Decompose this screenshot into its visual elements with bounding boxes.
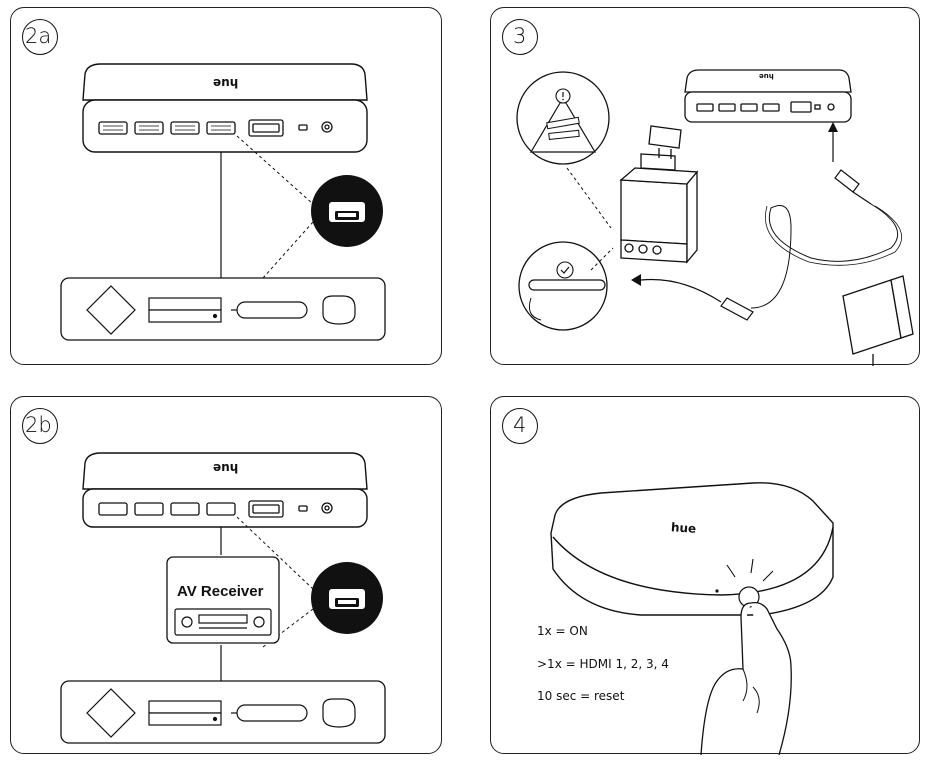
streaming-device-icon — [86, 688, 136, 738]
hue-logo: hue — [213, 76, 239, 90]
zoom-line-bottom — [262, 221, 314, 279]
hue-logo: hue — [670, 520, 697, 536]
hdmi-ports — [98, 119, 333, 137]
step-number: 2b — [25, 413, 52, 437]
av-receiver-icon — [174, 608, 272, 636]
streaming-device-icon — [86, 285, 136, 335]
soundbar-icon — [231, 704, 308, 722]
devices-tray — [60, 277, 386, 341]
diagram-4 — [550, 482, 834, 755]
zoom-line-top — [236, 135, 314, 205]
hue-logo: hue — [213, 461, 239, 475]
hue-logo: hue — [759, 72, 774, 80]
checkmark-icon — [556, 261, 574, 279]
panel-step-3: 3 hue — [490, 7, 920, 366]
step-number: 2a — [25, 24, 52, 48]
diagram-3 — [516, 69, 914, 366]
wall-adapter — [842, 275, 914, 366]
instruction-on: 1x = ON — [537, 624, 588, 638]
instruction-hdmi: >1x = HDMI 1, 2, 3, 4 — [537, 657, 669, 671]
console-icon — [148, 297, 222, 323]
av-receiver-label: AV Receiver — [177, 583, 264, 600]
devices-tray — [60, 680, 386, 744]
hdmi-in-label: HDMI IN — [335, 204, 360, 210]
step-badge — [22, 19, 58, 55]
step-number: 3 — [513, 24, 527, 48]
power-adapter — [619, 125, 699, 264]
media-player-icon — [322, 295, 356, 325]
panel-step-2b: 2b hue HDMI IN AV Receiver — [10, 396, 442, 754]
finger-icon — [700, 601, 792, 755]
step-badge — [22, 408, 58, 444]
sync-box — [684, 69, 852, 123]
step-number: 4 — [513, 413, 527, 437]
instruction-reset: 10 sec = reset — [537, 689, 625, 703]
power-plug-connector — [834, 169, 872, 205]
hdmi-in-label: HDMI IN — [335, 591, 360, 597]
media-player-icon — [322, 698, 356, 728]
panel-step-2a: 2a hue HDMI IN — [10, 7, 442, 365]
power-cable — [750, 203, 899, 309]
step-badge — [502, 19, 538, 55]
console-icon — [148, 700, 222, 726]
step-badge — [502, 408, 538, 444]
sync-box — [82, 63, 368, 153]
diagram-2a — [60, 63, 386, 341]
soundbar-icon — [231, 301, 308, 319]
diagram-2b — [60, 452, 386, 744]
panel-step-4: 4 hue 1x = ON >1x = HDMI 1, 2, 3, 4 10 s… — [490, 396, 920, 755]
sync-box — [550, 482, 834, 616]
